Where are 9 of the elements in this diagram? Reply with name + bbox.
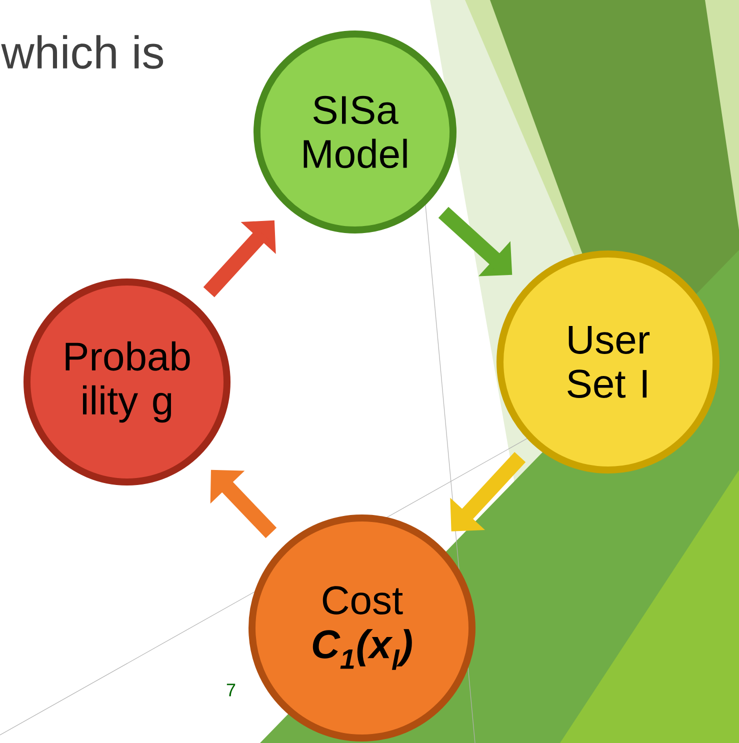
heading-text: which is <box>1 35 164 69</box>
circle-node: SISa Model <box>254 30 456 234</box>
circle-node: Cost C$_{1}$(x$_{l}$) <box>248 514 476 742</box>
circle-node: Probab ility g <box>24 278 230 486</box>
block-arrow <box>210 470 277 538</box>
block-arrow <box>203 220 276 298</box>
circle-node: User Set I <box>496 250 720 474</box>
block-arrow <box>450 452 526 532</box>
page-number: 7 <box>226 684 236 696</box>
